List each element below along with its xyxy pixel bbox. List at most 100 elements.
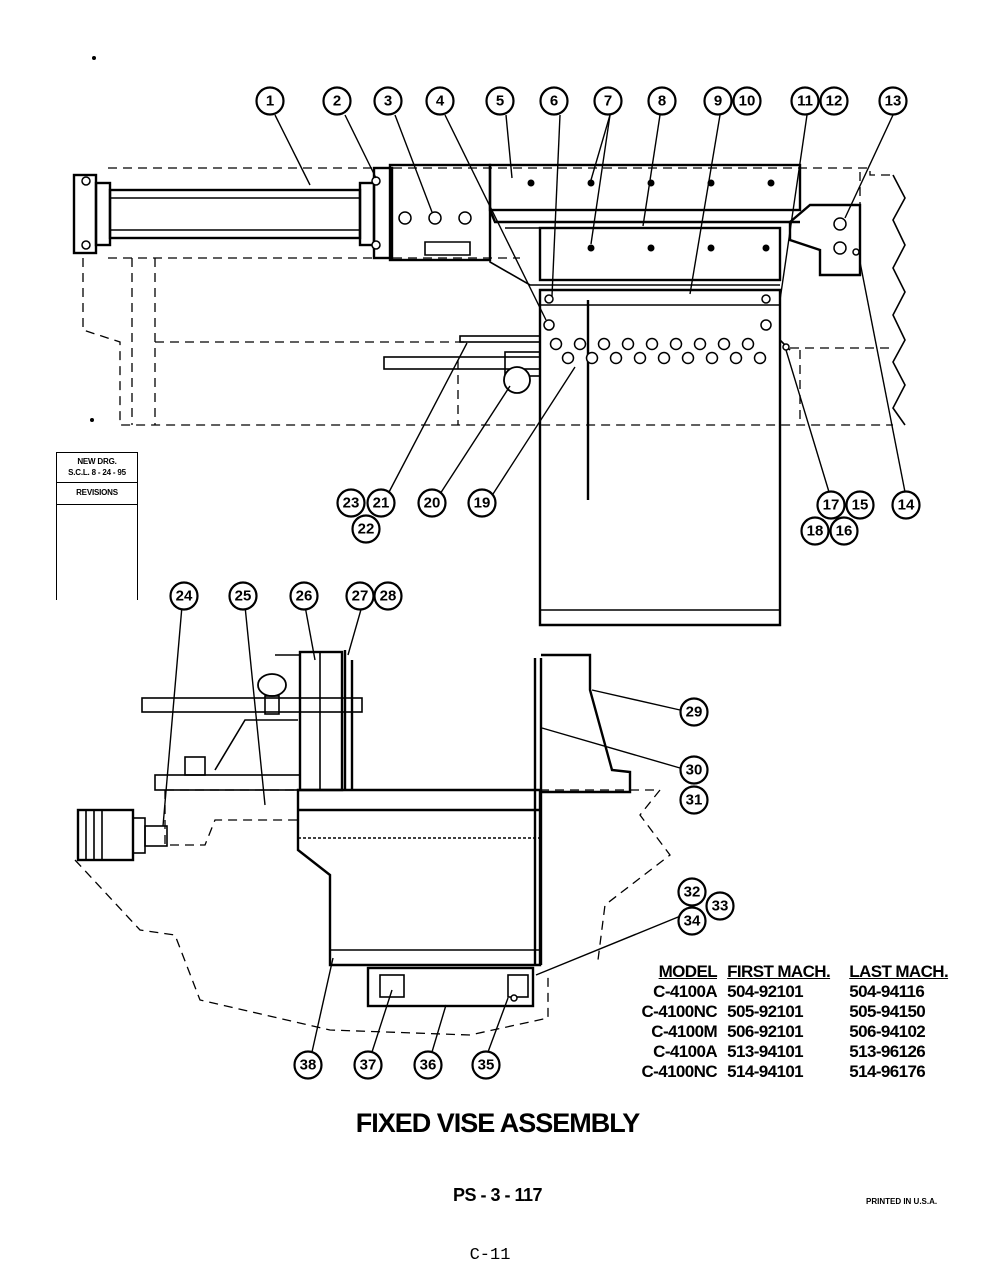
cell-model: C-4100NC [641, 1062, 717, 1081]
header-model: MODEL [658, 962, 718, 981]
table-row: C-4100A 513-94101 513-96126 [622, 1042, 959, 1062]
svg-text:27: 27 [352, 588, 369, 605]
cell-last: 505-94150 [849, 1002, 926, 1021]
callout-28: 28 [373, 581, 403, 611]
svg-text:31: 31 [686, 792, 703, 809]
callout-22: 22 [351, 514, 381, 544]
callout-5: 5 [485, 86, 515, 116]
cell-last: 504-94116 [849, 982, 925, 1001]
callout-27: 27 [345, 581, 375, 611]
svg-text:7: 7 [604, 93, 612, 110]
svg-text:34: 34 [684, 913, 701, 930]
svg-text:28: 28 [380, 588, 397, 605]
callout-34: 34 [677, 906, 707, 936]
callout-23: 23 [336, 488, 366, 518]
cell-last: 506-94102 [849, 1022, 926, 1041]
callout-3: 3 [373, 86, 403, 116]
table-row: C-4100NC 514-94101 514-96176 [622, 1062, 959, 1082]
cell-model: C-4100A [653, 982, 717, 1001]
svg-text:33: 33 [712, 898, 729, 915]
svg-text:21: 21 [373, 495, 390, 512]
cell-first: 514-94101 [727, 1062, 804, 1081]
revision-new-drawing: NEW DRG. [77, 457, 117, 466]
svg-text:35: 35 [478, 1057, 495, 1074]
printed-note: PRINTED IN U.S.A. [866, 1197, 938, 1206]
callout-30: 30 [679, 755, 709, 785]
revision-date: S.C.L. 8 - 24 - 95 [68, 468, 126, 477]
callout-4: 4 [425, 86, 455, 116]
callout-balloons: 1 2 3 4 5 6 7 8 9 10 11 12 13 14 15 16 1… [169, 86, 921, 1080]
callout-35: 35 [471, 1050, 501, 1080]
page-number: PS - 3 - 117 [452, 1185, 543, 1205]
cell-model: C-4100M [651, 1022, 717, 1041]
svg-text:1: 1 [266, 93, 274, 110]
svg-text:23: 23 [343, 495, 360, 512]
svg-text:2: 2 [333, 93, 341, 110]
callout-19: 19 [467, 488, 497, 518]
header-first-mach: FIRST MACH. [727, 962, 831, 981]
svg-text:3: 3 [384, 93, 392, 110]
svg-text:38: 38 [300, 1057, 317, 1074]
callout-1: 1 [255, 86, 285, 116]
callout-14: 14 [891, 490, 921, 520]
svg-text:13: 13 [885, 93, 902, 110]
revision-label: REVISIONS [76, 488, 118, 497]
callout-25: 25 [228, 581, 258, 611]
callout-20: 20 [417, 488, 447, 518]
svg-text:26: 26 [296, 588, 313, 605]
table-row: C-4100A 504-92101 504-94116 [622, 982, 959, 1002]
callout-17: 17 [816, 490, 846, 520]
svg-text:14: 14 [898, 497, 915, 514]
cell-model: C-4100A [653, 1042, 717, 1061]
svg-text:8: 8 [658, 93, 666, 110]
table-row: C-4100M 506-92101 506-94102 [622, 1022, 959, 1042]
svg-text:16: 16 [836, 523, 853, 540]
svg-text:15: 15 [852, 497, 869, 514]
callout-12: 12 [819, 86, 849, 116]
svg-text:10: 10 [739, 93, 756, 110]
callout-11: 11 [790, 86, 820, 116]
svg-text:18: 18 [807, 523, 824, 540]
drawing-title: FIXED VISE ASSEMBLY [355, 1108, 641, 1138]
svg-text:25: 25 [235, 588, 252, 605]
footer-page-label: C-11 [469, 1246, 511, 1265]
cell-first: 506-92101 [727, 1022, 804, 1041]
svg-text:22: 22 [358, 521, 375, 538]
svg-text:29: 29 [686, 704, 703, 721]
cell-last: 513-96126 [849, 1042, 926, 1061]
callout-15: 15 [845, 490, 875, 520]
callout-24: 24 [169, 581, 199, 611]
hole-row [549, 337, 767, 365]
table-row: C-4100NC 505-92101 505-94150 [622, 1002, 959, 1022]
svg-text:9: 9 [714, 93, 722, 110]
callout-21: 21 [366, 488, 396, 518]
callout-32: 32 [677, 877, 707, 907]
cell-first: 513-94101 [727, 1042, 804, 1061]
cell-first: 505-92101 [727, 1002, 804, 1021]
svg-text:4: 4 [436, 93, 445, 110]
callout-2: 2 [322, 86, 352, 116]
callout-10: 10 [732, 86, 762, 116]
svg-text:12: 12 [826, 93, 843, 110]
model-table-header: MODEL FIRST MACH. LAST MACH. [622, 962, 959, 982]
side-view [74, 650, 671, 1036]
stray-mark [90, 418, 94, 422]
callout-9: 9 [703, 86, 733, 116]
svg-text:20: 20 [424, 495, 441, 512]
svg-text:30: 30 [686, 762, 703, 779]
svg-text:5: 5 [496, 93, 504, 110]
revision-block: NEW DRG. S.C.L. 8 - 24 - 95 REVISIONS [56, 452, 138, 600]
callout-33: 33 [705, 891, 735, 921]
svg-text:17: 17 [823, 497, 840, 514]
cell-last: 514-96176 [849, 1062, 926, 1081]
callout-7: 7 [593, 86, 623, 116]
callout-6: 6 [539, 86, 569, 116]
svg-text:6: 6 [550, 93, 558, 110]
svg-text:37: 37 [360, 1057, 377, 1074]
callout-8: 8 [647, 86, 677, 116]
callout-13: 13 [878, 86, 908, 116]
cell-first: 504-92101 [727, 982, 804, 1001]
stray-mark [92, 56, 96, 60]
callout-38: 38 [293, 1050, 323, 1080]
cell-model: C-4100NC [641, 1002, 717, 1021]
